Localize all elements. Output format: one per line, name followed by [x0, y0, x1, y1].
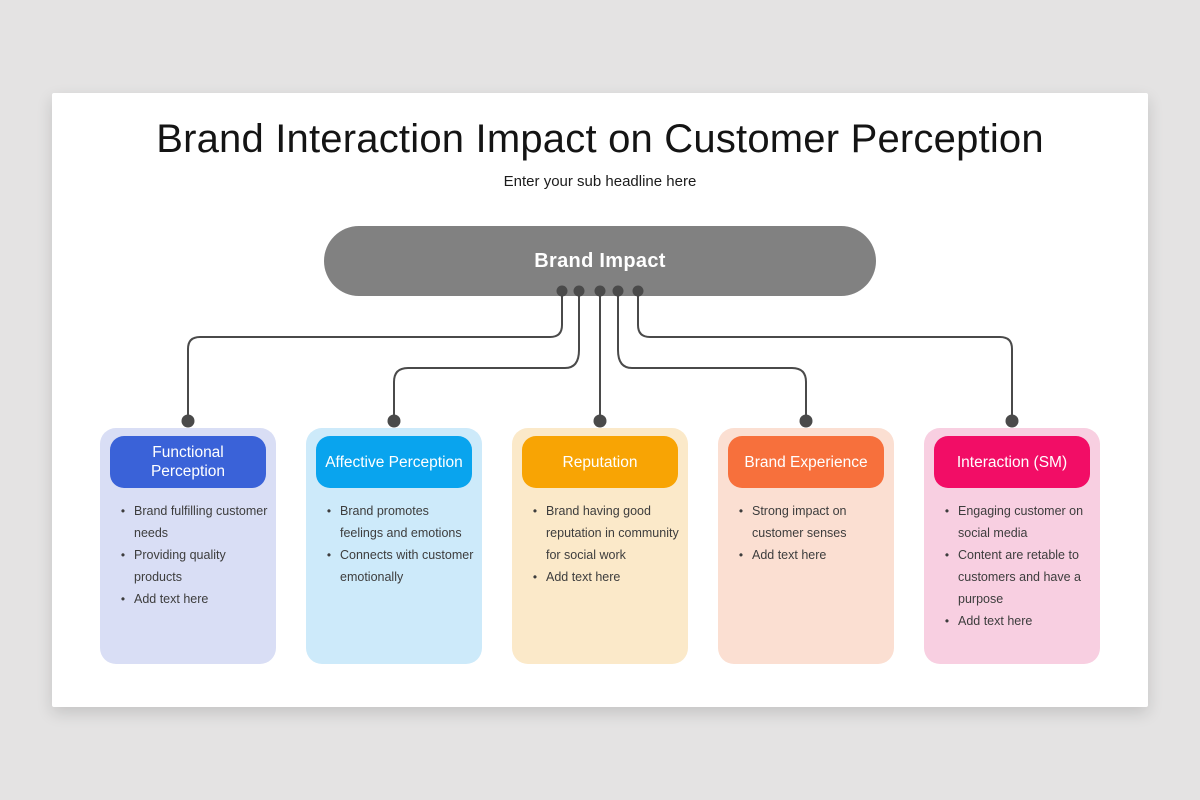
page-title: Brand Interaction Impact on Customer Per…	[156, 117, 1044, 161]
bullet-item: • Add text here	[524, 566, 680, 588]
bullet-dot-icon: •	[944, 614, 950, 628]
branch-header-interaction-sm: Interaction (SM)	[934, 436, 1090, 488]
bullet-item: • Content are retable to customers and h…	[936, 544, 1092, 610]
bullet-dot-icon: •	[944, 548, 950, 562]
page-subtitle: Enter your sub headline here	[503, 173, 697, 190]
bullet-dot-icon: •	[326, 548, 332, 562]
bullet-item: • Brand having good reputation in commun…	[524, 500, 680, 566]
bullet-dot-icon: •	[120, 548, 126, 562]
branch-header-brand-experience: Brand Experience	[728, 436, 884, 488]
bullet-dot-icon: •	[532, 504, 538, 518]
branch-header-reputation: Reputation	[522, 436, 678, 488]
bullet-item: • Providing quality products	[112, 544, 268, 588]
bullet-item: • Connects with customer emotionally	[318, 544, 474, 588]
bullet-dot-icon: •	[326, 504, 332, 518]
branch-header-affective-perception: Affective Perception	[316, 436, 472, 488]
bullet-dot-icon: •	[738, 548, 744, 562]
bullet-list: • Brand having good reputation in commun…	[512, 500, 688, 588]
bullet-dot-icon: •	[944, 504, 950, 518]
branch-card-reputation: Reputation • Brand having good reputatio…	[512, 428, 688, 664]
bullet-list: • Brand promotes feelings and emotions •…	[306, 500, 482, 588]
bullet-list: • Engaging customer on social media • Co…	[924, 500, 1100, 632]
branch-card-affective-perception: Affective Perception • Brand promotes fe…	[306, 428, 482, 664]
bullet-dot-icon: •	[120, 504, 126, 518]
bullet-item: • Brand fulfilling customer needs	[112, 500, 268, 544]
branch-header-functional-perception: Functional Perception	[110, 436, 266, 488]
bullet-item: • Add text here	[112, 588, 268, 610]
bullet-list: • Strong impact on customer senses • Add…	[718, 500, 894, 566]
root-node-label: Brand Impact	[534, 249, 666, 272]
branch-card-brand-experience: Brand Experience • Strong impact on cust…	[718, 428, 894, 664]
bullet-item: • Add text here	[730, 544, 886, 566]
branch-card-functional-perception: Functional Perception • Brand fulfilling…	[100, 428, 276, 664]
bullet-list: • Brand fulfilling customer needs • Prov…	[100, 500, 276, 610]
bullet-dot-icon: •	[532, 570, 538, 584]
bullet-item: • Engaging customer on social media	[936, 500, 1092, 544]
branch-card-interaction-sm: Interaction (SM) • Engaging customer on …	[924, 428, 1100, 664]
bullet-dot-icon: •	[738, 504, 744, 518]
bullet-dot-icon: •	[120, 592, 126, 606]
root-node-brand-impact: Brand Impact	[324, 226, 876, 296]
bullet-item: • Strong impact on customer senses	[730, 500, 886, 544]
bullet-item: • Add text here	[936, 610, 1092, 632]
bullet-item: • Brand promotes feelings and emotions	[318, 500, 474, 544]
